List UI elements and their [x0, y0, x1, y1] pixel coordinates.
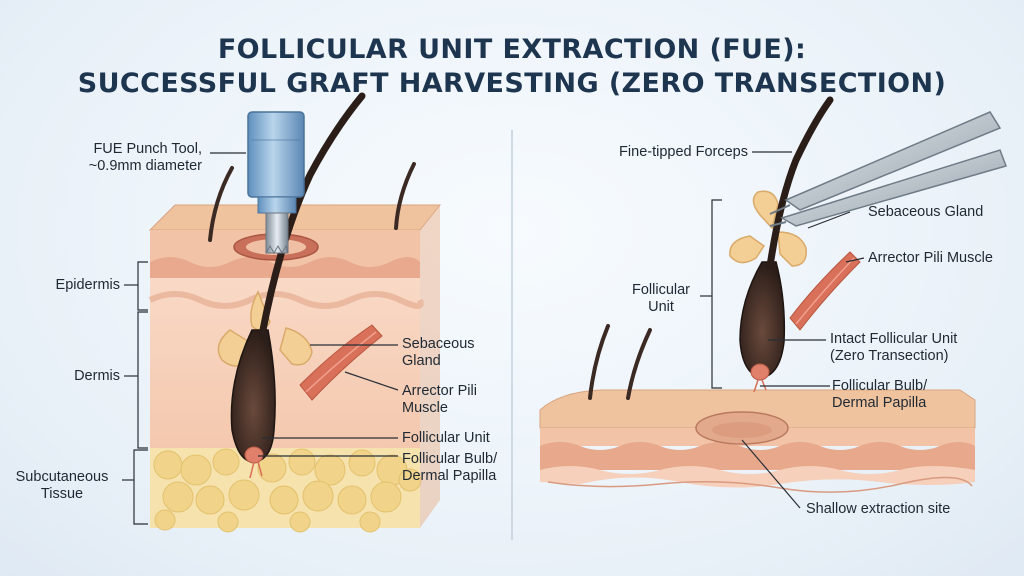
right-skin-strip: [539, 389, 976, 493]
left-skin-block: [148, 204, 442, 533]
left-hair-shaft: [258, 92, 366, 339]
label-right-sebaceous: Sebaceous Gland: [868, 204, 984, 220]
label-subcutaneous: Subcutaneous Tissue: [15, 469, 109, 502]
label-punch-tool: FUE Punch Tool, ~0.9mm diameter: [88, 141, 202, 174]
label-left-follicular-unit: Follicular Unit: [402, 430, 490, 446]
fine-tipped-forceps: [769, 111, 1007, 227]
right-dermal-papilla: [750, 363, 770, 381]
label-left-sebaceous: Sebaceous Gland: [402, 336, 475, 369]
right-follicle: [739, 261, 786, 379]
right-surface-hair-2: [626, 328, 652, 400]
title-line-2: SUCCESSFUL GRAFT HARVESTING (ZERO TRANSE…: [77, 68, 947, 99]
label-left-bulb: Follicular Bulb/ Dermal Papilla: [402, 451, 498, 484]
right-surface-hair-1: [588, 324, 610, 400]
right-hair-shaft: [766, 96, 834, 270]
label-intact-unit: Intact Follicular Unit (Zero Transection…: [830, 331, 958, 364]
left-surface-hair-2: [394, 162, 416, 230]
label-left-arrector: Arrector Pili Muscle: [402, 383, 477, 416]
right-sebaceous-gland: [752, 190, 779, 230]
left-surface-hair-1: [208, 166, 234, 242]
label-forceps: Fine-tipped Forceps: [619, 144, 748, 160]
label-dermis: Dermis: [74, 368, 120, 384]
label-right-follicular-unit: Follicular Unit: [631, 282, 690, 315]
fue-punch-tool: [247, 111, 305, 255]
label-right-bulb: Follicular Bulb/ Dermal Papilla: [832, 378, 928, 411]
label-right-arrector: Arrector Pili Muscle: [868, 250, 993, 266]
label-epidermis: Epidermis: [55, 277, 120, 293]
label-extraction-site: Shallow extraction site: [806, 501, 951, 517]
left-dermal-papilla: [244, 446, 264, 464]
title-line-1: FOLLICULAR UNIT EXTRACTION (FUE):: [217, 34, 807, 65]
